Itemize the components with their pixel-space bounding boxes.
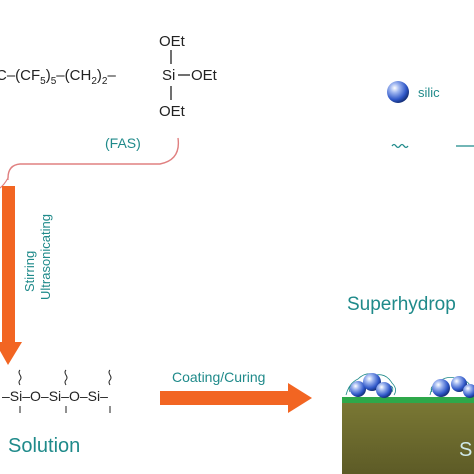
silica-sphere-icon [387,81,409,103]
down-arrow-shaft [2,186,15,344]
process-down-arrow [0,175,22,365]
legend: silic [387,81,474,149]
substrate-label: S [459,439,472,461]
right-arrow-head [288,383,312,413]
process-right-arrow [160,383,312,413]
fas-label: (FAS) [105,135,141,151]
ultrasonicating-label-group: Ultrasonicating [38,214,53,300]
formula-close-1: ) [46,67,51,84]
siloxane-chain-1 [18,369,22,386]
siloxane-chain-2 [64,369,68,386]
silica-sphere [363,373,381,391]
coating-curing-label: Coating/Curing [172,369,265,385]
green-coating-layer [342,397,474,403]
siloxane-si-1: Si [10,388,22,404]
formula-ch-chain: –(CH [56,67,91,84]
siloxane-chain-3 [108,369,112,386]
svg-text:–Si–O–Si–O–Si–: –Si–O–Si–O–Si– [2,388,108,404]
silica-sphere [463,384,474,398]
formula-bond: – [107,67,116,84]
formula-sub-5b: 5 [51,76,57,87]
solution-label: Solution [8,435,80,457]
siloxane-right-dash: – [100,388,108,404]
fas-formula: C–(CF5)5–(CH2)2– Si OEt OEt OEt [0,33,218,120]
oet-right: OEt [191,67,218,84]
formula-sub-2: 2 [91,76,97,87]
silica-sphere [432,379,450,397]
formula-close-2: ) [97,67,102,84]
substrate-block [342,402,474,474]
siloxane-structure: –Si–O–Si–O–Si– [2,369,112,413]
coated-surface: S [342,373,474,474]
siloxane-si-3: Si [88,388,100,404]
fas-chain-icon [391,143,409,149]
right-arrow-shaft [160,391,290,405]
stirring-label: Stirring [22,251,37,292]
siloxane-left-dash: – [2,388,10,404]
superhydrophobic-label: Superhydrop [347,294,456,315]
legend-silica-label: silic [418,85,440,100]
silica-sphere [376,382,392,398]
svg-text:C–(CF5)5–(CH2)2–: C–(CF5)5–(CH2)2– [0,67,116,87]
formula-left-chain: C–(CF [0,67,40,84]
fas-bracket [7,137,180,179]
ultrasonicating-label: Ultrasonicating [38,214,53,300]
silica-sphere [350,381,366,397]
formula-sub-5: 5 [40,76,46,87]
siloxane-o-1: –O– [22,388,49,404]
siloxane-o-2: –O– [61,388,88,404]
silica-sphere [451,376,467,392]
stirring-label-group: Stirring [22,251,37,292]
formula-si: Si [162,67,175,84]
oet-bottom: OEt [159,103,186,120]
siloxane-si-2: Si [49,388,61,404]
down-arrow-head [0,342,22,365]
oet-top: OEt [159,33,186,50]
formula-sub-2b: 2 [102,76,108,87]
